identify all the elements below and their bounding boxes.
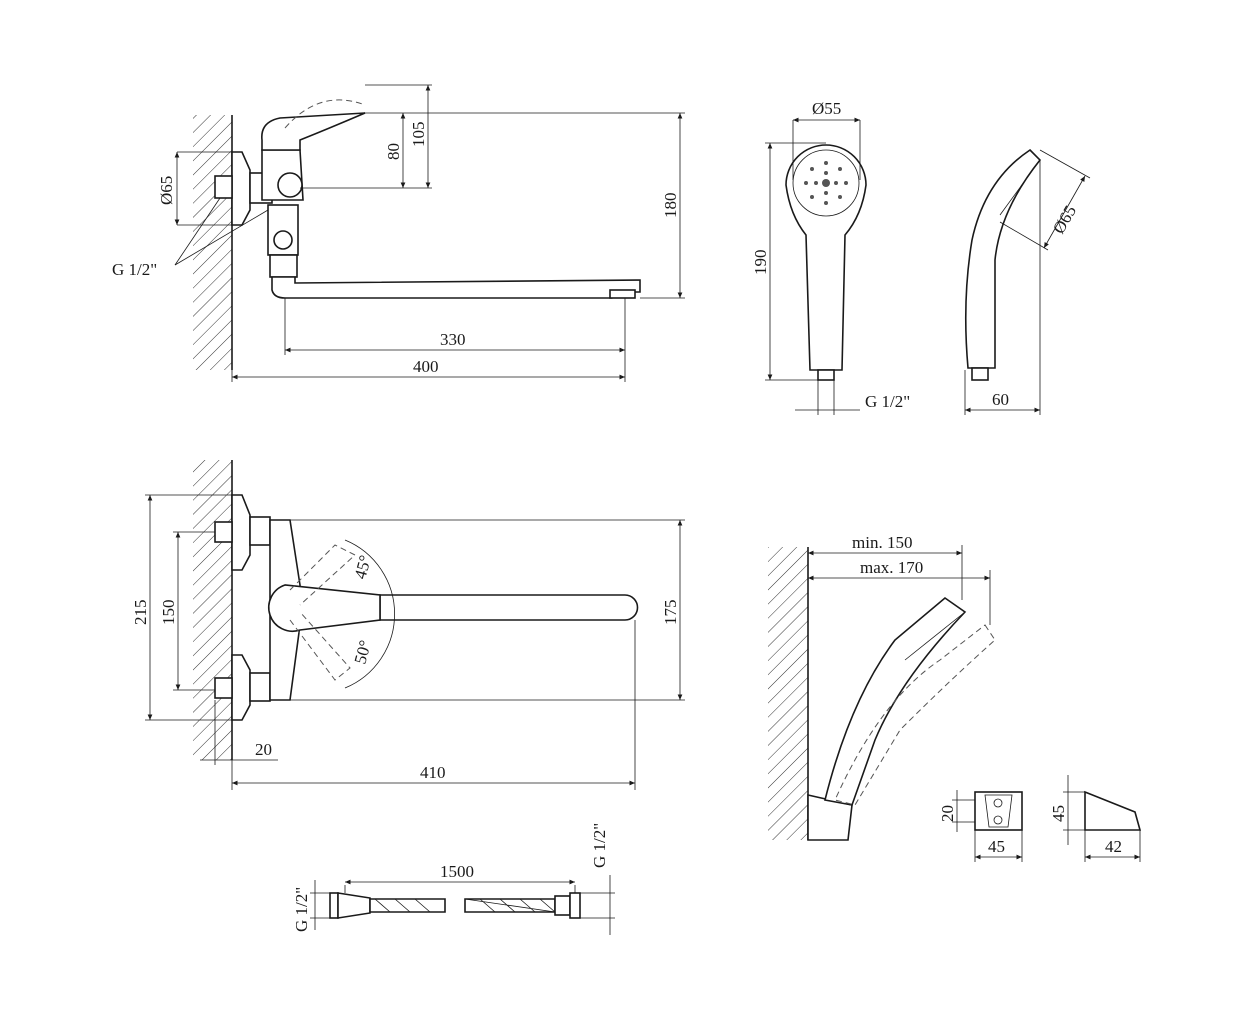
hose-thread-right-label: G 1/2" <box>590 823 609 868</box>
height-80-label: 80 <box>384 143 403 160</box>
hose-length-label: 1500 <box>440 862 474 881</box>
length-410-label: 410 <box>420 763 446 782</box>
holder-width-42-label: 42 <box>1105 837 1122 856</box>
height-150-label: 150 <box>159 600 178 626</box>
offset-20-label: 20 <box>255 740 272 759</box>
shower-hose: G 1/2" G 1/2" 1500 <box>292 823 615 935</box>
shower-head-side-view: Ø65 60 <box>964 148 1091 415</box>
holder-width-45-label: 45 <box>988 837 1005 856</box>
shower-holder-installation: min. 150 max. 170 <box>768 533 996 841</box>
max-distance-label: max. 170 <box>860 558 923 577</box>
height-175-label: 175 <box>661 600 680 626</box>
faucet-side-view: Ø65 G 1/2" 80 105 180 330 400 <box>112 84 685 382</box>
angle-45-label: 45° <box>351 553 376 581</box>
angle-50-label: 50° <box>351 638 376 666</box>
faucet-top-view: 45° 50° 215 150 175 20 410 <box>131 460 685 790</box>
length-400-label: 400 <box>413 357 439 376</box>
shower-head-front-view: Ø55 190 G 1/2" <box>751 99 910 415</box>
height-105-label: 105 <box>409 122 428 148</box>
hose-thread-left-label: G 1/2" <box>292 887 311 932</box>
height-190-label: 190 <box>751 250 770 276</box>
thread-label: G 1/2" <box>865 392 910 411</box>
holder-front-view: 20 45 <box>938 790 1023 862</box>
width-60-label: 60 <box>992 390 1009 409</box>
flange-diameter-label: Ø65 <box>157 176 176 205</box>
height-215-label: 215 <box>131 600 150 626</box>
length-330-label: 330 <box>440 330 466 349</box>
head-diameter-label: Ø55 <box>812 99 841 118</box>
thread-label: G 1/2" <box>112 260 157 279</box>
holder-height-20-label: 20 <box>938 805 957 822</box>
height-180-label: 180 <box>661 193 680 219</box>
holder-side-view: 45 42 <box>1049 775 1142 862</box>
min-distance-label: min. 150 <box>852 533 912 552</box>
holder-height-45-label: 45 <box>1049 805 1068 822</box>
